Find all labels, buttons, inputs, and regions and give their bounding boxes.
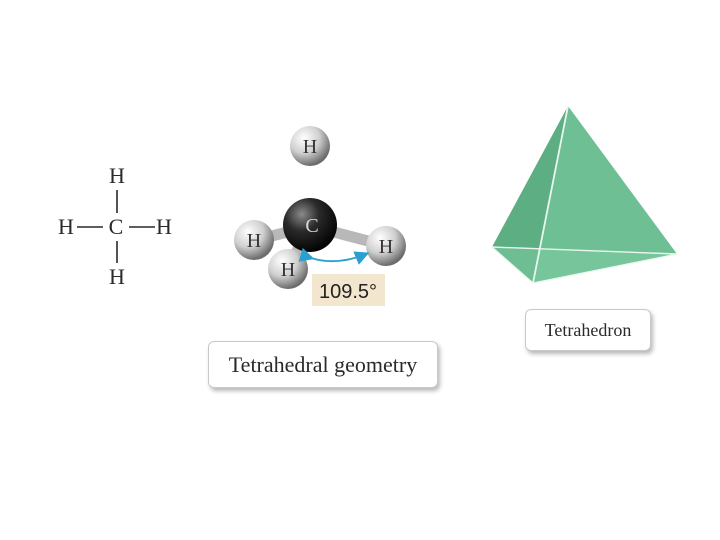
- formula-center-atom: C: [109, 214, 124, 239]
- tetrahedron-shape: [491, 105, 678, 284]
- carbon-label: C: [305, 215, 318, 237]
- structural-formula: H H C H H: [58, 163, 172, 289]
- formula-bottom-atom: H: [109, 264, 125, 289]
- tetrahedron-edge-bottom: [491, 246, 678, 284]
- ball-and-stick-model: H H H C H 109.5°: [234, 126, 406, 306]
- hydrogen-label-right: H: [379, 236, 393, 258]
- hydrogen-atom-front: [268, 249, 308, 289]
- hydrogen-atom-left: [234, 220, 274, 260]
- tetrahedron-face-right: [533, 106, 677, 283]
- hydrogen-atom-top: [290, 126, 330, 166]
- formula-top-atom: H: [109, 163, 125, 188]
- tetrahedral-geometry-label: Tetrahedral geometry: [208, 341, 438, 388]
- hydrogen-label-left: H: [247, 230, 261, 252]
- bond-angle-box: [312, 274, 385, 306]
- tetrahedron-edge-back: [491, 246, 678, 255]
- hydrogen-label-top: H: [303, 136, 317, 158]
- formula-left-atom: H: [58, 214, 74, 239]
- formula-right-atom: H: [156, 214, 172, 239]
- tetrahedron-label: Tetrahedron: [525, 309, 651, 351]
- hydrogen-atom-right: [366, 226, 406, 266]
- bond-angle-label: 109.5°: [319, 281, 377, 303]
- hydrogen-label-front: H: [281, 259, 295, 281]
- bond-angle-arrow: [298, 247, 370, 265]
- tetrahedron-face-left: [492, 106, 568, 283]
- carbon-atom: [283, 198, 337, 252]
- tetrahedron-edge-front: [532, 105, 569, 284]
